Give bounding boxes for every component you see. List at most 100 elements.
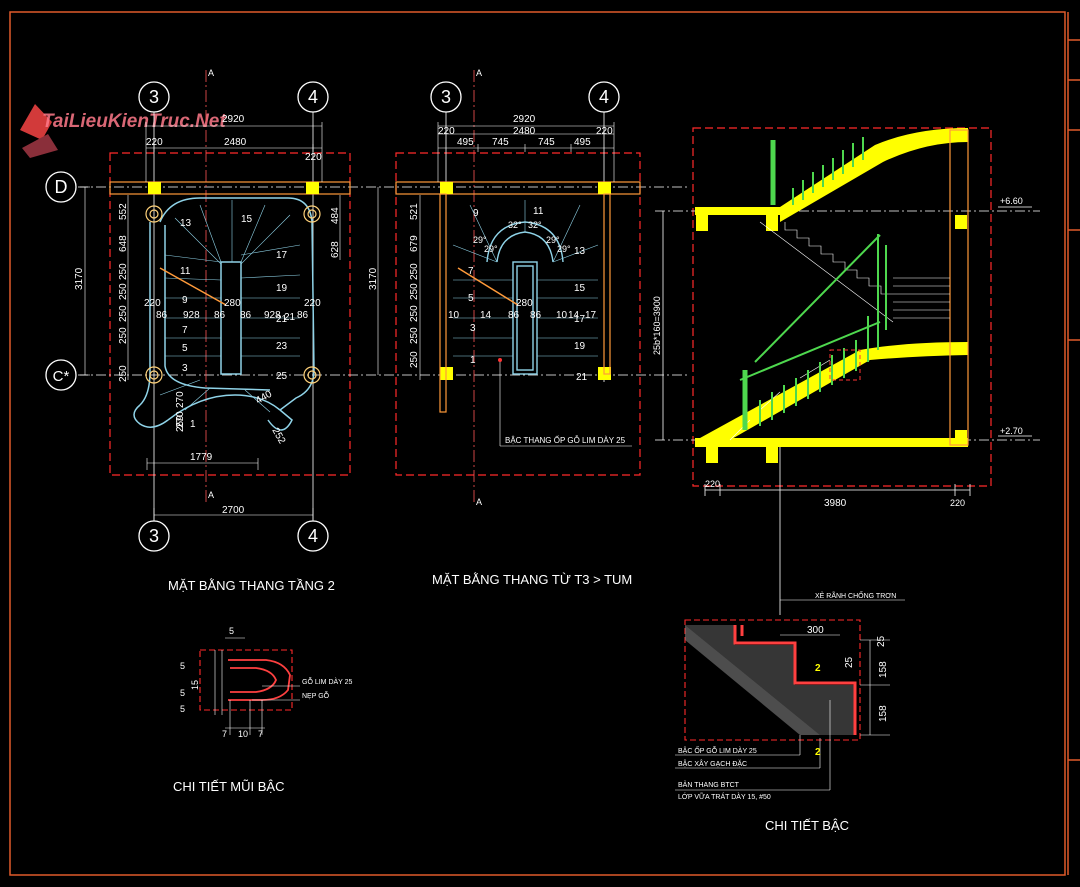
dim: 5 (180, 688, 185, 698)
annotation: BẢN THANG BTCT (678, 780, 740, 789)
dim: 7 (258, 729, 263, 739)
plan-floor-2: 2920 2480 220 220 1779 2700 3170 552 648… (74, 70, 690, 522)
dim: 220 (438, 126, 455, 137)
dim: 10 (556, 310, 568, 321)
dim: 679 (409, 235, 420, 252)
stair-section: +6.60 +2.70 25b*160=3900 220 3980 220 (652, 127, 1040, 615)
dim: 2480 (513, 126, 536, 137)
dim: 86 (214, 310, 226, 321)
dim: 250 (118, 365, 129, 382)
dim: 220 (304, 298, 321, 309)
angle-label: 32° (528, 220, 542, 230)
step-number: 9 (473, 208, 479, 219)
step-number: 19 (276, 283, 288, 294)
dim: 25b*160=3900 (652, 296, 662, 355)
annotation: BẬC ỐP GỖ LIM DÀY 25 (678, 745, 757, 755)
dim: 484 (330, 207, 341, 224)
dim: 86 (530, 310, 542, 321)
dim: 2700 (222, 505, 245, 516)
dim: 86 (297, 310, 309, 321)
step-number: 13 (574, 246, 586, 257)
dim: 270 (175, 391, 186, 408)
dim: 745 (492, 137, 509, 148)
dim: 928 (264, 310, 281, 321)
step-number: 17 (276, 250, 288, 261)
title-plan-floor-2: MẶT BẰNG THANG TẦNG 2 (168, 578, 335, 593)
drawing-frame (9, 11, 1080, 876)
dim: 3170 (368, 267, 379, 290)
dim: 648 (118, 235, 129, 252)
axis-label: C* (53, 368, 70, 385)
leader-label: BẬC THANG ỐP GỖ LIM DÀY 25 (505, 435, 626, 445)
axis-label: 3 (149, 526, 159, 546)
annotation: BẬC XÂY GẠCH ĐẶC (678, 759, 747, 768)
dim: 25 (876, 635, 887, 647)
dim: 552 (118, 203, 129, 220)
dim: 250 (118, 263, 129, 280)
dim: 628 (330, 241, 341, 258)
dim: 2920 (513, 114, 536, 125)
dim: 495 (574, 137, 591, 148)
angle-label: 29° (473, 235, 487, 245)
dim: 5 (229, 626, 234, 636)
annotation: XẺ RÃNH CHỐNG TRƠN (815, 590, 896, 600)
plan-floor-3-to-roof: 2920 2480 220 220 495 745 745 495 3170 5… (368, 70, 641, 505)
watermark-logo: TaiLieuKienTruc.Net (20, 104, 226, 158)
step-detail: XẺ RÃNH CHỐNG TRƠN 300 25 25 158 158 2 2… (675, 590, 905, 801)
dim: 220 (305, 152, 322, 163)
dim: 250 (409, 351, 420, 368)
dim: 250 (118, 305, 129, 322)
dim: 220 (705, 479, 720, 489)
dim: 220 (144, 298, 161, 309)
title-plan-floor-3: MẶT BẰNG THANG TỪ T3 > TUM (432, 572, 632, 587)
step-number: 5 (468, 293, 474, 304)
title-nosing-detail: CHI TIẾT MŨI BẬC (173, 779, 284, 794)
dim: 86 (240, 310, 252, 321)
dim: 220 (146, 137, 163, 148)
step-number: 17 (574, 314, 586, 325)
detail-mark: 2 (815, 663, 821, 674)
dim: 10 (238, 729, 248, 739)
dim: 220 (596, 126, 613, 137)
dim: 270 (175, 411, 186, 428)
dim: 15 (190, 680, 200, 690)
axis-label: 3 (441, 87, 451, 107)
dim: 745 (538, 137, 555, 148)
step-number: 1 (470, 355, 476, 366)
annotation: LỚP VỮA TRÁT DÀY 15, #50 (678, 792, 771, 801)
dim: 2920 (222, 114, 245, 125)
dim: 495 (457, 137, 474, 148)
dim: 25 (844, 656, 855, 668)
step-number: 21 (276, 314, 288, 325)
dim: 5 (180, 661, 185, 671)
dim: 10 (448, 310, 460, 321)
annotation: GỖ LIM DÀY 25 (302, 677, 353, 686)
dim: 86 (508, 310, 520, 321)
step-number: 1 (190, 419, 196, 430)
dim: 158 (878, 661, 889, 678)
dim: 250 (118, 283, 129, 300)
step-number: 11 (180, 266, 191, 277)
axis-label: 3 (149, 87, 159, 107)
dim: 21 (284, 312, 296, 323)
dim: 280 (516, 298, 533, 309)
step-number: 15 (241, 214, 253, 225)
dim: 250 (409, 263, 420, 280)
dim: 86 (156, 310, 168, 321)
dim: 521 (409, 203, 420, 220)
dim: 158 (878, 705, 889, 722)
dim: 250 (118, 327, 129, 344)
step-number: 5 (182, 343, 188, 354)
step-number: 19 (574, 341, 586, 352)
dim: 14 (480, 310, 492, 321)
dim: 17 (585, 310, 597, 321)
axis-label: 4 (599, 87, 609, 107)
step-number: 11 (533, 206, 544, 217)
axis-bubbles: 3 4 3 4 3 4 D C* A A A A (45, 68, 620, 552)
nosing-detail: 5 5 5 5 15 7 10 7 GỖ LIM DÀY 25 NẸP GỖ (180, 626, 353, 739)
dim: 5 (180, 704, 185, 714)
step-number: 15 (574, 283, 586, 294)
axis-label: D (55, 177, 68, 197)
axis-label: 4 (308, 526, 318, 546)
dim: 300 (807, 625, 824, 636)
